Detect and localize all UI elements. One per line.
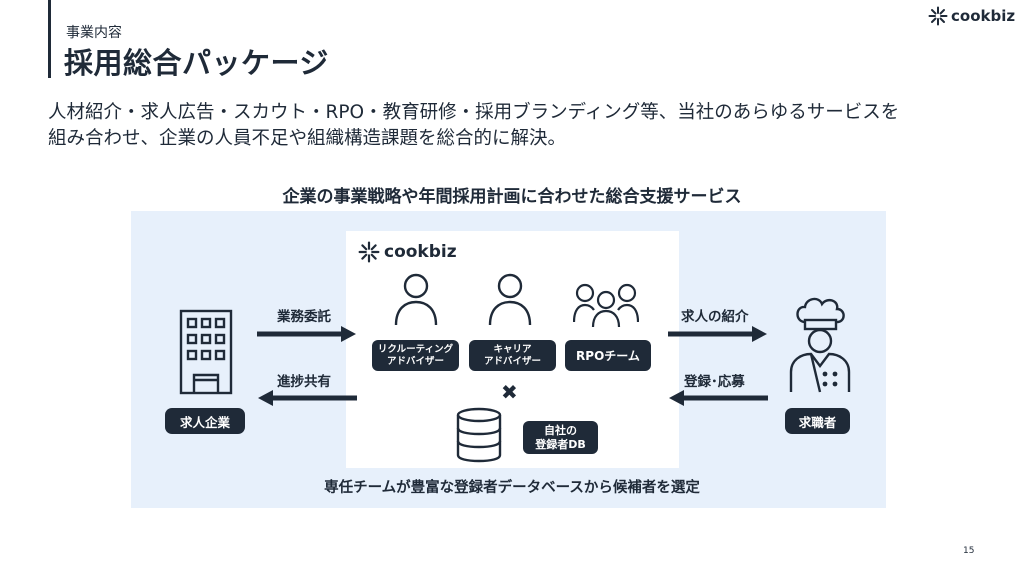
starburst-icon <box>358 241 380 263</box>
database-label: 自社の 登録者DB <box>523 421 598 454</box>
brand-wordmark: cookbiz <box>951 7 1016 25</box>
building-icon <box>179 309 233 395</box>
times-symbol: ✖ <box>501 380 518 404</box>
page-number: 15 <box>963 546 975 556</box>
role-label-line-1: リクルーティング <box>377 343 454 355</box>
section-label: 事業内容 <box>66 25 122 41</box>
database-label-line-1: 自社の <box>543 423 577 437</box>
arrow-right-icon <box>257 326 356 342</box>
database-icon <box>456 407 502 463</box>
arrow-label-job-introduction: 求人の紹介 <box>681 309 749 325</box>
title-accent-bar <box>48 0 51 78</box>
arrow-right-icon <box>668 326 767 342</box>
brand-logo: cookbiz <box>928 6 1015 26</box>
person-icon <box>488 273 532 326</box>
job-seeker-label: 求職者 <box>785 408 850 434</box>
inner-brand-logo: cookbiz <box>358 241 457 263</box>
starburst-icon <box>928 6 948 26</box>
role-rpo-team: RPOチーム <box>565 340 651 371</box>
arrow-label-progress-sharing: 進捗共有 <box>277 374 331 390</box>
role-label-line-1: キャリア <box>493 343 532 355</box>
arrow-label-outsourcing: 業務委託 <box>277 309 331 325</box>
page-title: 採用総合パッケージ <box>64 46 329 80</box>
arrow-left-icon <box>669 390 768 406</box>
diagram-title: 企業の事業戦略や年間採用計画に合わせた総合支援サービス <box>282 187 742 207</box>
arrow-left-icon <box>258 390 357 406</box>
description-line-1: 人材紹介・求人広告・スカウト・RPO・教育研修・採用ブランディング等、当社のあら… <box>48 102 900 123</box>
role-label-line-2: アドバイザー <box>483 355 541 367</box>
role-recruiting-advisor: リクルーティング アドバイザー <box>372 340 459 371</box>
description-line-2: 組み合わせ、企業の人員不足や組織構造課題を総合的に解決。 <box>48 128 567 149</box>
role-label: RPOチーム <box>576 349 640 363</box>
role-label-line-2: アドバイザー <box>386 355 444 367</box>
role-career-advisor: キャリア アドバイザー <box>469 340 556 371</box>
inner-brand-wordmark: cookbiz <box>384 242 457 262</box>
person-icon <box>394 273 438 326</box>
company-label: 求人企業 <box>165 408 245 434</box>
database-label-line-2: 登録者DB <box>535 437 586 451</box>
arrow-label-registration: 登録･応募 <box>684 374 745 390</box>
group-icon <box>573 283 639 328</box>
chef-icon <box>789 297 851 393</box>
description: 人材紹介・求人広告・スカウト・RPO・教育研修・採用ブランディング等、当社のあら… <box>48 100 988 152</box>
diagram-footer-caption: 専任チームが豊富な登録者データベースから候補者を選定 <box>324 480 700 496</box>
